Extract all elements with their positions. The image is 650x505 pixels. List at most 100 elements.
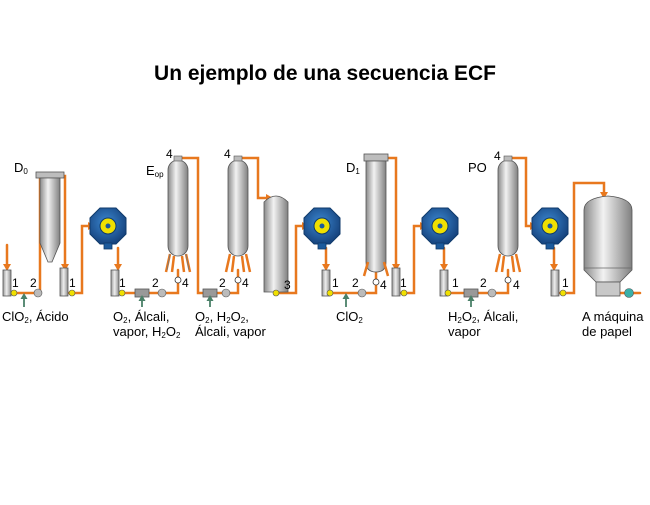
stage-label-po: PO: [468, 160, 487, 175]
washer-tank: [391, 267, 401, 297]
eop-stage: [110, 155, 289, 298]
step-number: 2: [352, 276, 359, 290]
step-number: 4: [166, 147, 173, 161]
po-tower-cap: [503, 155, 513, 162]
seal-tank: [550, 269, 560, 297]
diagram-title: Un ejemplo de una secuencia ECF: [154, 62, 496, 85]
d1-feed-pipe: [324, 268, 378, 295]
po-stage: [439, 155, 560, 298]
step-number: 3: [284, 278, 291, 292]
step-number: 1: [332, 276, 339, 290]
step-number: 4: [380, 278, 387, 292]
tower-1: [167, 159, 189, 257]
yellow-valve-icon: [272, 289, 280, 297]
eop-tower2-outlet: [236, 156, 272, 200]
chem-arrow-icon: [342, 293, 350, 307]
step-number: 2: [480, 276, 487, 290]
seal-tank: [321, 269, 331, 297]
valve-icon: [234, 276, 242, 284]
chemicals-label-d1: ClO2: [336, 309, 363, 325]
line-valves: [10, 276, 567, 298]
pump-1-icon: [89, 207, 127, 250]
step-number: 2: [219, 276, 226, 290]
tower-2-discharge: [224, 253, 252, 273]
d0-stage: [2, 171, 69, 297]
d1-tower-top: [363, 153, 389, 162]
pumps: [89, 207, 569, 250]
gray-mixer-icon: [357, 288, 367, 298]
pump-4-icon: [531, 207, 569, 250]
valve-icon: [504, 276, 512, 284]
step-number: 1: [12, 276, 19, 290]
step-number: 4: [242, 276, 249, 290]
tower-1-cap: [173, 155, 183, 162]
yellow-valve-icon: [118, 289, 126, 297]
step-number: 4: [513, 278, 520, 292]
gray-mixer-icon: [157, 288, 167, 298]
po-tower-discharge: [494, 253, 522, 273]
outlet-mixer-icon: [624, 288, 634, 298]
valve-icon: [372, 278, 380, 286]
chem-arrow-icon: [206, 295, 214, 307]
arrowhead: [322, 264, 330, 271]
yellow-valve-icon: [559, 289, 567, 297]
chem-arrow-icon: [467, 295, 475, 307]
d1-tower-discharge: [362, 261, 390, 277]
yellow-valve-icon: [68, 289, 76, 297]
yellow-valve-icon: [326, 289, 334, 297]
arrowhead: [392, 264, 400, 271]
arrowhead: [440, 264, 448, 271]
step-number: 4: [224, 147, 231, 161]
arrowhead: [550, 264, 558, 271]
storage-tank: [263, 195, 289, 293]
arrowhead: [114, 264, 122, 271]
po-tower: [497, 159, 519, 257]
step-number: 1: [69, 276, 76, 290]
d1-tower: [365, 160, 387, 273]
step-number: 1: [400, 276, 407, 290]
tower-2: [227, 159, 249, 257]
seal-tank: [110, 269, 120, 297]
chemicals-label-eop-2: O2, H2O2, Álcali, vapor: [195, 309, 266, 339]
paper-machine-label: A máquina de papel: [582, 309, 644, 339]
pump-3-icon: [421, 207, 459, 250]
d0-column-top: [35, 171, 65, 179]
d1-stage: [321, 153, 401, 297]
pm-feed-pipe: [558, 181, 606, 295]
washer-tank: [59, 267, 69, 297]
seal-tank: [439, 269, 449, 297]
pump-2-icon: [303, 207, 341, 250]
stage-label-d1: D1: [346, 160, 360, 176]
stage-label-d0: D0: [14, 160, 28, 176]
silo-base: [595, 281, 621, 297]
chem-arrow-icon: [138, 295, 146, 307]
silo-body: [583, 195, 633, 283]
gray-mixer-icon: [221, 288, 231, 298]
stage-label-eop: Eop: [146, 163, 164, 179]
arrowhead: [61, 264, 69, 271]
step-number: 4: [494, 149, 501, 163]
seal-tank: [2, 269, 12, 297]
gray-mixer-icon: [33, 288, 43, 298]
yellow-valve-icon: [400, 289, 408, 297]
chemicals-label-d0: ClO2, Ácido: [2, 309, 69, 325]
step-number: 2: [152, 276, 159, 290]
step-number: 1: [119, 276, 126, 290]
step-number: 4: [182, 276, 189, 290]
d0-outlet-pipe: [58, 174, 67, 270]
gray-mixer-icon: [487, 288, 497, 298]
arrowhead: [600, 192, 608, 199]
tower-2-cap: [233, 155, 243, 162]
arrowhead: [3, 264, 11, 271]
chemicals-label-eop-1: O2, Álcali, vapor, H2O2: [113, 309, 181, 340]
paper-machine-silo: [583, 195, 634, 298]
chemicals-label-po: H2O2, Álcali, vapor: [448, 309, 519, 339]
yellow-valve-icon: [444, 289, 452, 297]
yellow-valve-icon: [10, 289, 18, 297]
chem-arrow-icon: [20, 293, 28, 307]
chemical-addition-arrows: [20, 293, 475, 307]
valve-icon: [174, 276, 182, 284]
step-number: 1: [562, 276, 569, 290]
tower-1-legs: [166, 253, 190, 271]
